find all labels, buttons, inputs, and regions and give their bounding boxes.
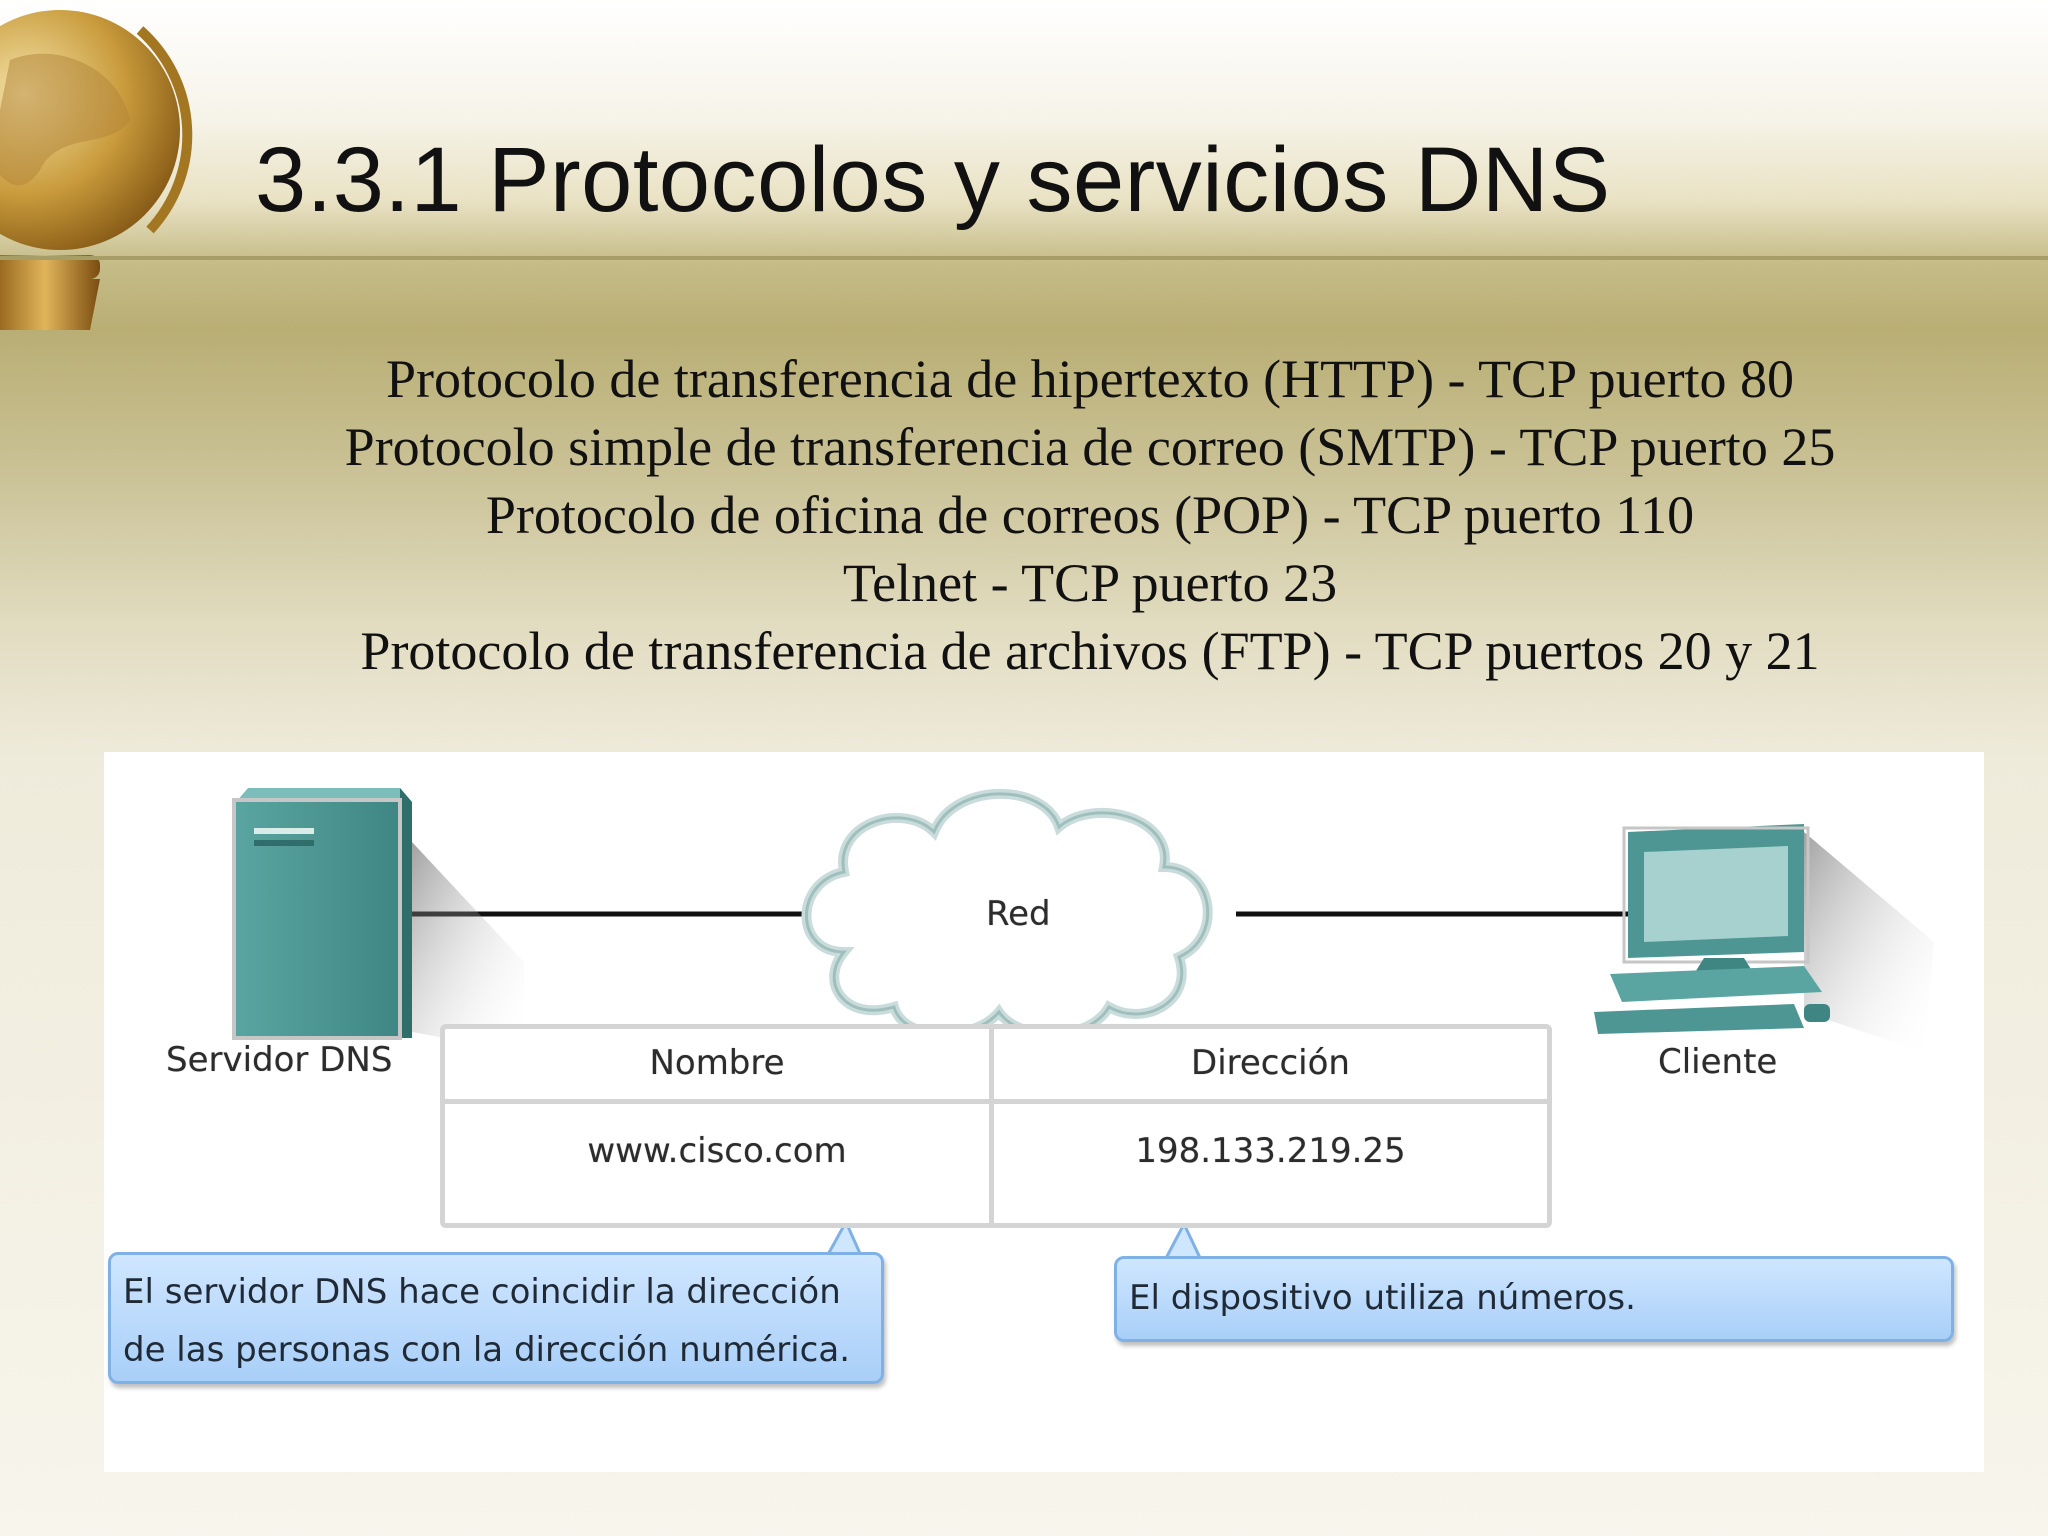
protocol-item: Protocolo simple de transferencia de cor… <box>0 413 2048 481</box>
title-divider <box>0 256 2048 260</box>
server-icon <box>234 788 524 1052</box>
protocol-item: Telnet - TCP puerto 23 <box>0 549 2048 617</box>
client-computer-icon <box>1594 824 1934 1052</box>
callout-line: de las personas con la dirección numéric… <box>123 1321 869 1379</box>
dns-diagram: Servidor DNS Red Cliente Nombre Direcció… <box>104 752 1984 1472</box>
network-label: Red <box>986 894 1051 934</box>
callout-dns-server: El servidor DNS hace coincidir la direcc… <box>108 1252 884 1384</box>
callout-device: El dispositivo utiliza números. <box>1114 1256 1954 1342</box>
page-title: 3.3.1 Protocolos y servicios DNS <box>255 128 1611 233</box>
protocol-item: Protocolo de transferencia de archivos (… <box>0 617 2048 685</box>
protocol-list: Protocolo de transferencia de hipertexto… <box>0 345 2048 685</box>
dns-mapping-table: Nombre Dirección www.cisco.com 198.133.2… <box>440 1024 1552 1228</box>
server-label: Servidor DNS <box>166 1040 392 1080</box>
callout-line: El servidor DNS hace coincidir la direcc… <box>123 1263 869 1321</box>
table-cell-address: 198.133.219.25 <box>994 1131 1547 1171</box>
callout-line: El dispositivo utiliza números. <box>1129 1267 1939 1329</box>
table-header-address: Dirección <box>994 1043 1547 1083</box>
protocol-item: Protocolo de transferencia de hipertexto… <box>0 345 2048 413</box>
protocol-item: Protocolo de oficina de correos (POP) - … <box>0 481 2048 549</box>
table-cell-name: www.cisco.com <box>445 1131 989 1171</box>
table-row-divider <box>445 1099 1547 1104</box>
client-label: Cliente <box>1658 1042 1777 1082</box>
globe-icon <box>0 0 200 340</box>
table-header-name: Nombre <box>445 1043 989 1083</box>
